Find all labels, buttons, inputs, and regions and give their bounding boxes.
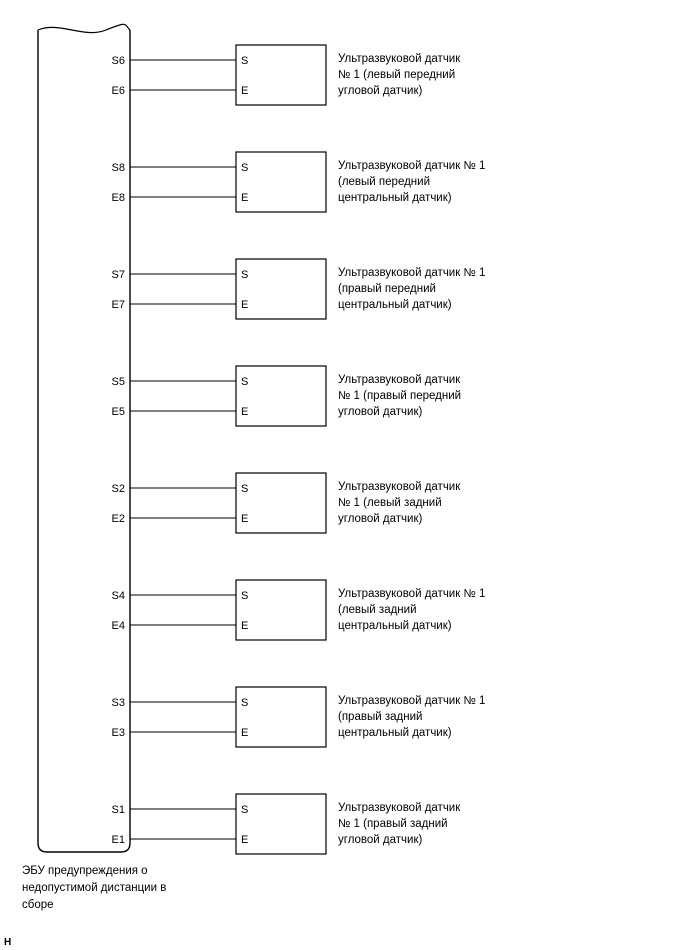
sensor-box <box>235 793 327 855</box>
ecu-pin-s-label: S5 <box>112 376 125 388</box>
sensor-label-line: (правый задний <box>338 711 422 723</box>
ecu-pin-s-label: S2 <box>112 483 125 495</box>
ecu-pin-s-label: S8 <box>112 162 125 174</box>
sensor-pin-s-label: S <box>241 590 248 602</box>
sensor-label-line: центральный датчик) <box>338 192 452 204</box>
ecu-pin-e-label: E4 <box>112 620 125 632</box>
sensor-pin-e-label: E <box>241 406 248 418</box>
sensor-label-line: Ультразвуковой датчик № 1 <box>338 588 485 600</box>
sensor-label-line: (левый передний <box>338 176 430 188</box>
sensor-label-line: (левый задний <box>338 604 417 616</box>
sensor-label-line: № 1 (левый передний <box>338 69 455 81</box>
sensor-label-line: № 1 (правый передний <box>338 390 461 402</box>
sensor-pin-e-label: E <box>241 727 248 739</box>
sensor-box <box>235 686 327 748</box>
sensor-label-line: Ультразвуковой датчик № 1 <box>338 160 485 172</box>
ecu-caption-line: ЭБУ предупреждения о <box>22 865 148 877</box>
ecu-pin-e-label: E3 <box>112 727 125 739</box>
sensor-label-line: Ультразвуковой датчик <box>338 802 461 814</box>
sensor-label-line: Ультразвуковой датчик № 1 <box>338 267 485 279</box>
sensor-box <box>235 365 327 427</box>
ecu-pin-s-label: S7 <box>112 269 125 281</box>
sensor-label-line: Ультразвуковой датчик <box>338 53 461 65</box>
sensor-pin-e-label: E <box>241 192 248 204</box>
sensor-pin-s-label: S <box>241 697 248 709</box>
sensor-label-line: Ультразвуковой датчик <box>338 481 461 493</box>
sensor-pin-e-label: E <box>241 513 248 525</box>
ecu-caption-line: недопустимой дистанции в <box>22 882 166 894</box>
ecu-pin-s-label: S6 <box>112 55 125 67</box>
ecu-pin-s-label: S3 <box>112 697 125 709</box>
sensor-pin-e-label: E <box>241 834 248 846</box>
sensor-label-line: Ультразвуковой датчик <box>338 374 461 386</box>
sensor-box <box>235 472 327 534</box>
sensor-label-line: центральный датчик) <box>338 299 452 311</box>
corner-mark: H <box>4 937 11 948</box>
sensor-label-line: № 1 (правый задний <box>338 818 448 830</box>
sensor-pin-s-label: S <box>241 376 248 388</box>
ecu-break-line <box>37 23 131 34</box>
ecu-unit <box>37 23 131 853</box>
ecu-pin-e-label: E6 <box>112 85 125 97</box>
sensor-box <box>235 258 327 320</box>
ecu-pin-e-label: E5 <box>112 406 125 418</box>
ecu-pin-e-label: E1 <box>112 834 125 846</box>
sensor-label-line: Ультразвуковой датчик № 1 <box>338 695 485 707</box>
ecu-pin-s-label: S1 <box>112 804 125 816</box>
sensor-box <box>235 579 327 641</box>
sensor-pin-s-label: S <box>241 804 248 816</box>
sensor-label-line: центральный датчик) <box>338 727 452 739</box>
sensor-label-line: центральный датчик) <box>338 620 452 632</box>
ecu-pin-e-label: E7 <box>112 299 125 311</box>
sensor-pin-s-label: S <box>241 483 248 495</box>
sensor-label-line: № 1 (левый задний <box>338 497 442 509</box>
sensor-label-line: (правый передний <box>338 283 436 295</box>
sensor-label-line: угловой датчик) <box>338 85 422 97</box>
sensor-pin-e-label: E <box>241 299 248 311</box>
ecu-caption: ЭБУ предупреждения о недопустимой дистанц… <box>22 865 166 911</box>
ecu-caption-line: сборе <box>22 899 54 911</box>
sensor-pin-e-label: E <box>241 85 248 97</box>
sensor-pin-e-label: E <box>241 620 248 632</box>
sensor-label-line: угловой датчик) <box>338 834 422 846</box>
sensor-pin-s-label: S <box>241 162 248 174</box>
ecu-pin-e-label: E8 <box>112 192 125 204</box>
ecu-pin-s-label: S4 <box>112 590 125 602</box>
ecu-pin-e-label: E2 <box>112 513 125 525</box>
ecu-body <box>37 30 131 853</box>
sensor-box <box>235 151 327 213</box>
sensor-pin-s-label: S <box>241 269 248 281</box>
sensor-pin-s-label: S <box>241 55 248 67</box>
sensor-label-line: угловой датчик) <box>338 406 422 418</box>
sensor-label-line: угловой датчик) <box>338 513 422 525</box>
sensor-box <box>235 44 327 106</box>
